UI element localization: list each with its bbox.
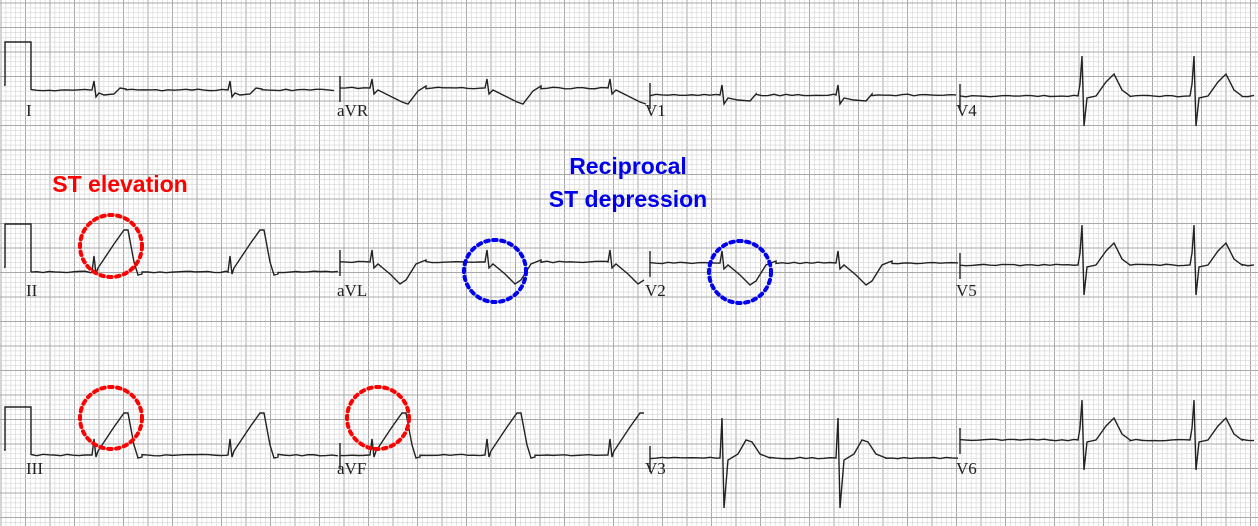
lead-label-V6: V6 [956,459,977,478]
lead-trace-V3 [650,418,958,508]
reciprocal-annotation: Reciprocal [520,153,736,180]
st-depression-circle-aVL [464,240,526,302]
lead-label-aVL: aVL [337,281,367,300]
ecg-traces [4,42,1254,508]
lead-label-aVF: aVF [337,459,366,478]
lead-label-V4: V4 [956,101,977,120]
lead-trace-V6 [960,400,1254,470]
lead-label-V3: V3 [645,459,666,478]
lead-label-aVR: aVR [337,101,369,120]
st-depression-annotation: ST depression [520,186,736,213]
lead-label-III: III [26,459,43,478]
lead-trace-V5 [960,225,1254,295]
st-elevation-annotation: ST elevation [30,171,210,198]
lead-trace-V2 [650,251,958,285]
lead-trace-I [4,42,334,97]
lead-label-V5: V5 [956,281,977,300]
lead-trace-aVL [340,250,644,284]
lead-trace-aVF [340,413,644,469]
lead-labels: I aVR V1 V4 II aVL V2 V5 III aVF V3 V6 [26,101,977,478]
lead-label-V2: V2 [645,281,666,300]
lead-trace-aVR [340,76,646,104]
lead-label-II: II [26,281,38,300]
lead-label-V1: V1 [645,101,666,120]
lead-label-I: I [26,101,32,120]
